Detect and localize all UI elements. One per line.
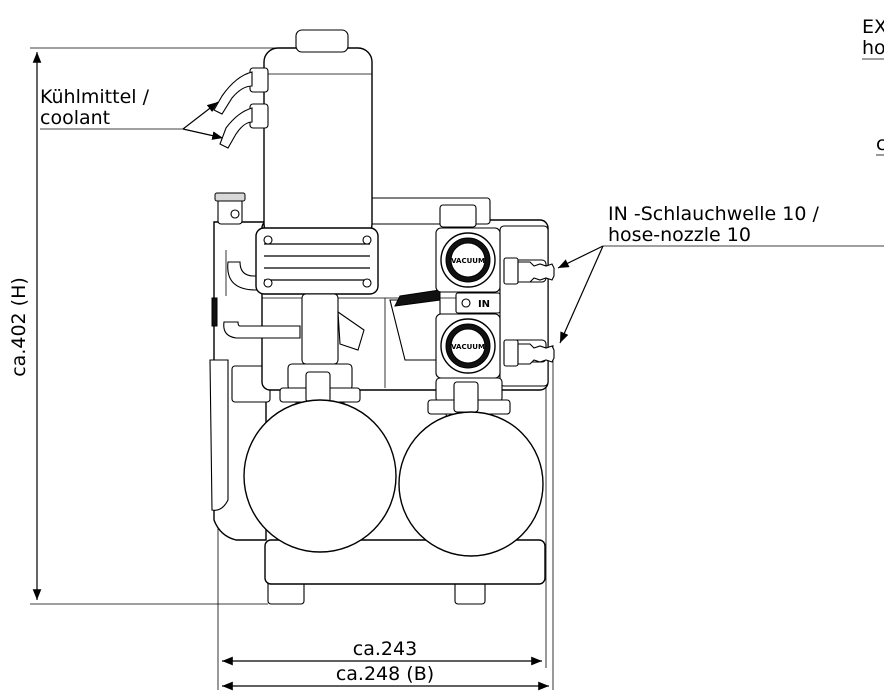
exhaust-label-line2: ho bbox=[862, 37, 884, 59]
left-flask bbox=[243, 399, 397, 553]
coolant-connector-lower bbox=[219, 103, 269, 149]
pump-illustration: VACUUM IN VACUUM bbox=[209, 29, 555, 605]
height-dimension-label: ca.402 (H) bbox=[8, 277, 30, 377]
inlet-leader bbox=[557, 245, 884, 344]
cut-label-fragment: c bbox=[876, 133, 884, 155]
right-flask bbox=[398, 411, 544, 557]
inlet-nozzle-upper bbox=[503, 257, 555, 285]
exhaust-label-line1: EX bbox=[862, 16, 884, 38]
height-dimension bbox=[30, 47, 275, 605]
vacuum-lower-label: VACUUM bbox=[451, 343, 485, 351]
coolant-label-line1: Kühlmittel / bbox=[40, 86, 150, 108]
inlet-label-line1: IN -Schlauchwelle 10 / bbox=[608, 203, 819, 225]
width-inner-label: ca.243 bbox=[353, 638, 417, 660]
inlet-label-line2: hose-nozzle 10 bbox=[608, 224, 751, 246]
coolant-label-line2: coolant bbox=[40, 107, 110, 129]
coolant-leader bbox=[40, 101, 224, 140]
width-outer-label: ca.248 (B) bbox=[336, 663, 434, 685]
panel-in-label: IN bbox=[478, 299, 490, 310]
vacuum-upper-label: VACUUM bbox=[451, 257, 485, 265]
coolant-connector-upper bbox=[213, 67, 269, 115]
inlet-nozzle-lower bbox=[503, 339, 555, 367]
